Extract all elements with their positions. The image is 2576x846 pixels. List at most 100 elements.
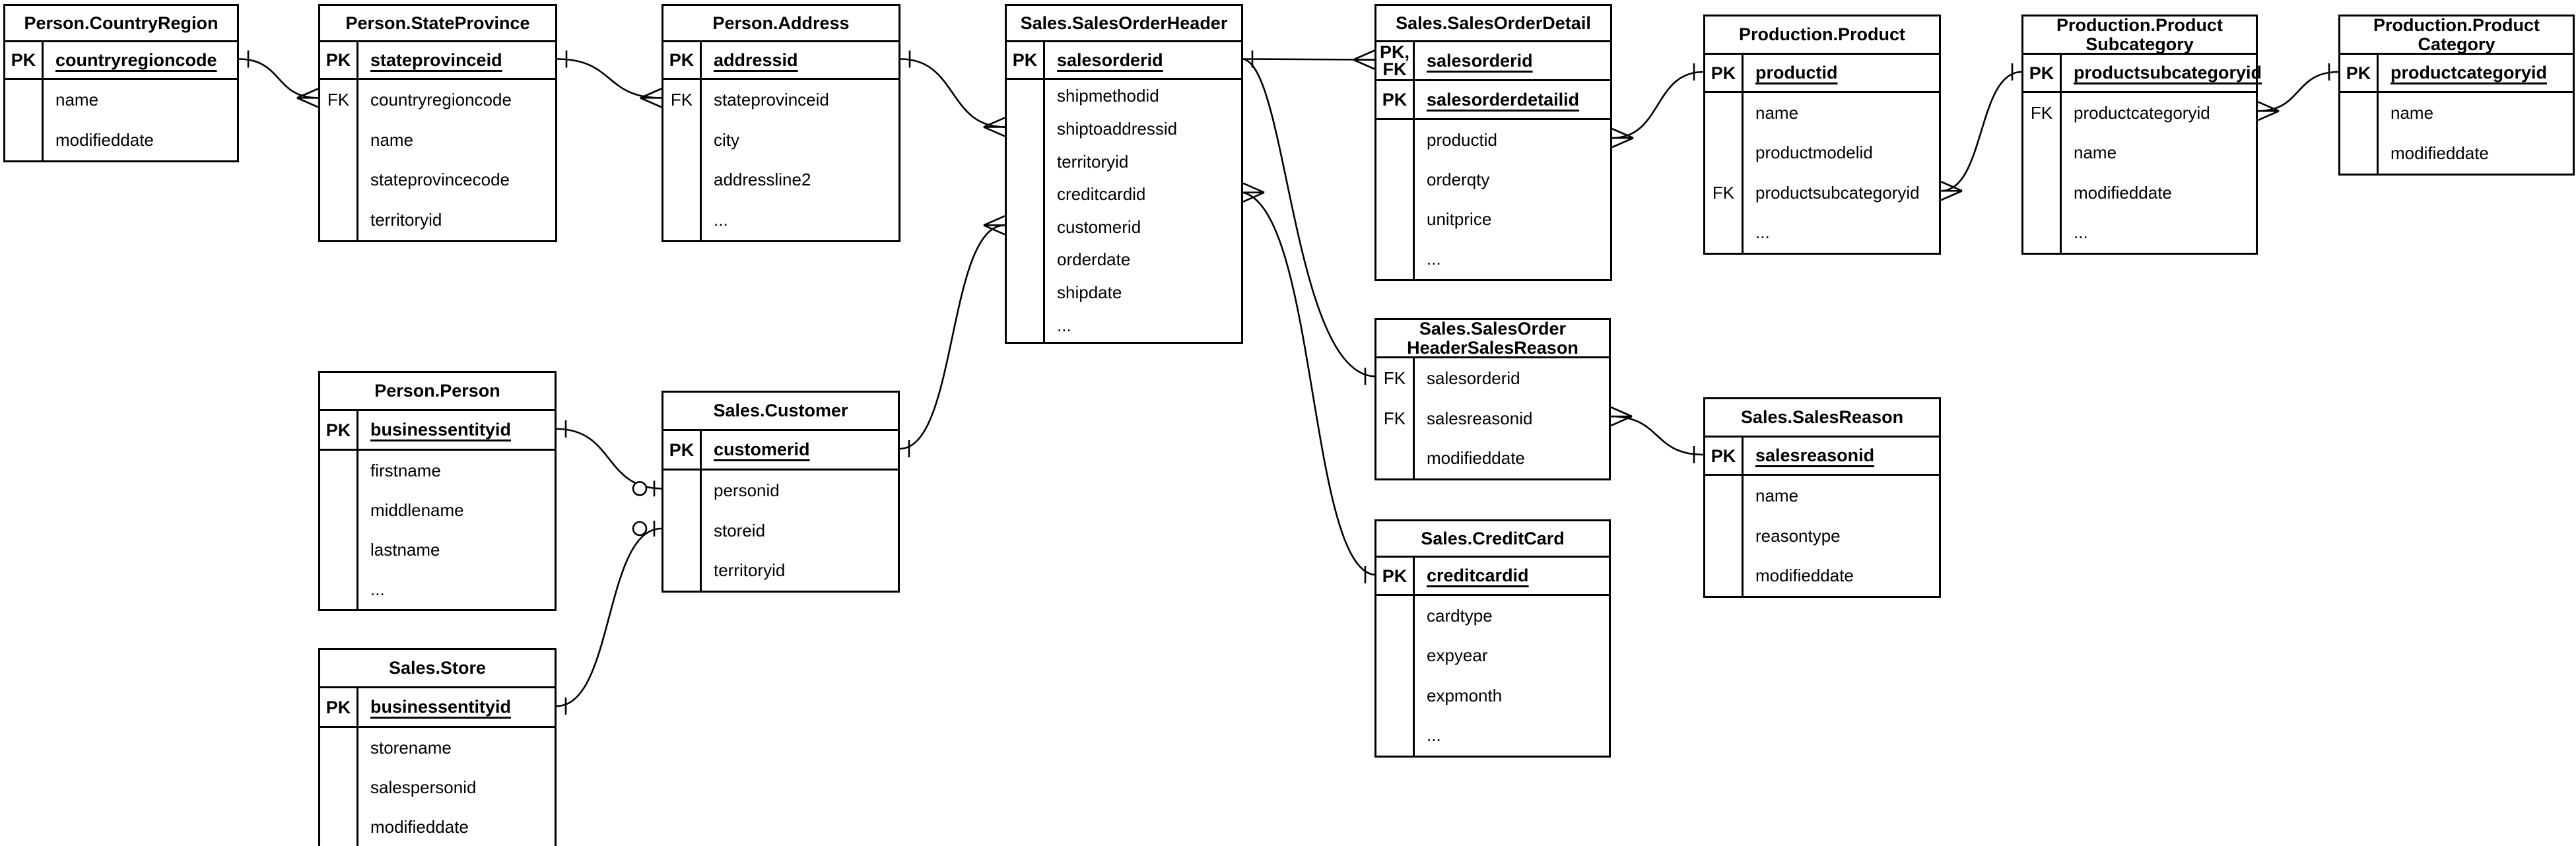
key-label bbox=[1007, 277, 1043, 309]
field-name: addressline2 bbox=[714, 170, 811, 190]
key-label bbox=[1376, 596, 1413, 636]
key-label: PK, FK bbox=[1379, 42, 1409, 79]
key-label: PK bbox=[325, 50, 351, 70]
field-name: salesorderid bbox=[1427, 50, 1533, 71]
key-column: FK bbox=[320, 80, 358, 240]
key-label: FK bbox=[1383, 368, 1406, 389]
field-name: city bbox=[714, 129, 739, 150]
field-name: cardtype bbox=[1427, 605, 1493, 626]
relationship-line-stateprovince-address bbox=[557, 58, 662, 99]
field-name: storeid bbox=[714, 520, 766, 540]
key-label bbox=[320, 160, 356, 201]
key-label bbox=[1376, 200, 1413, 240]
table-title-line: Sales.Store bbox=[388, 658, 487, 678]
key-column: PK bbox=[2340, 55, 2379, 91]
field-name: businessentityid bbox=[370, 697, 512, 717]
field-name: businessentityid bbox=[370, 420, 512, 439]
field-name: name bbox=[2390, 103, 2434, 123]
key-column: PK bbox=[320, 688, 358, 726]
field-name: productid bbox=[1755, 63, 1838, 82]
field-name: countryregioncode bbox=[370, 89, 512, 110]
key-label: FK bbox=[670, 90, 693, 110]
field-name: shiptoaddressid bbox=[1057, 118, 1178, 139]
key-column: PK bbox=[320, 411, 358, 449]
field-name: modifieddate bbox=[370, 816, 469, 837]
key-label bbox=[2340, 93, 2377, 133]
key-label bbox=[320, 451, 356, 490]
crow-foot-marker-salesorderdetail-product bbox=[1611, 127, 1634, 148]
table-title: Person.Person bbox=[320, 373, 555, 411]
key-column bbox=[1376, 596, 1415, 756]
key-label bbox=[1376, 240, 1413, 279]
field-name: unitprice bbox=[1427, 209, 1492, 230]
field-name: reasontype bbox=[1755, 525, 1841, 546]
key-column: PK bbox=[663, 42, 702, 78]
crow-foot-marker-product-productsubcategory bbox=[1940, 181, 1963, 201]
key-column bbox=[663, 471, 702, 591]
field-name: customerid bbox=[714, 439, 810, 459]
table-title-line: HeaderSalesReason bbox=[1407, 337, 1578, 358]
key-label: PK bbox=[1012, 50, 1038, 70]
key-label: PK bbox=[325, 420, 351, 440]
pk-row-businessentityid: PK businessentityid bbox=[320, 688, 555, 728]
key-label: PK bbox=[669, 50, 695, 70]
key-label bbox=[1007, 178, 1043, 211]
field-name: ... bbox=[370, 579, 385, 599]
relationship-line-salesorderheader-sohsr bbox=[1242, 58, 1375, 377]
table-title-line: Sales.Customer bbox=[713, 401, 848, 420]
table-title-line: Production.Product bbox=[2056, 15, 2223, 35]
key-label bbox=[5, 80, 42, 120]
field-name: orderqty bbox=[1427, 169, 1490, 189]
field-column: salesorderid bbox=[1415, 42, 1610, 79]
key-label bbox=[320, 807, 356, 846]
field-column: addressid bbox=[702, 42, 898, 78]
field-name: middlename bbox=[370, 500, 464, 520]
key-label bbox=[320, 490, 356, 530]
key-label bbox=[2023, 213, 2060, 253]
key-label bbox=[663, 550, 700, 591]
relationship-line-store-customer bbox=[556, 527, 662, 707]
field-column: productsubcategoryid bbox=[2062, 55, 2262, 91]
crow-foot-marker-productsubcategory-productcategory bbox=[2257, 101, 2280, 121]
table-title-line: Person.StateProvince bbox=[345, 13, 530, 33]
field-name: productcategoryid bbox=[2390, 63, 2548, 82]
relationship-line-person-customer bbox=[556, 428, 662, 490]
field-name: modifieddate bbox=[2074, 182, 2172, 203]
key-label: PK bbox=[2346, 63, 2371, 83]
key-label bbox=[1376, 636, 1413, 676]
field-column: productcategoryid bbox=[2379, 55, 2573, 91]
key-label bbox=[1007, 80, 1043, 113]
relationship-line-product-productsubcategory bbox=[1940, 71, 2022, 192]
key-column: PK, FK bbox=[1376, 42, 1415, 79]
zero-circle-marker-person-customer bbox=[632, 481, 648, 496]
field-name: orderdate bbox=[1057, 249, 1131, 270]
field-column: salesorderid bbox=[1045, 42, 1241, 78]
key-column: PK bbox=[663, 431, 702, 469]
field-column: customerid bbox=[702, 431, 898, 469]
key-label bbox=[1705, 213, 1742, 253]
field-name: salesorderid bbox=[1057, 49, 1163, 70]
key-label bbox=[1705, 516, 1742, 556]
field-name: name bbox=[2074, 143, 2117, 163]
key-column bbox=[2340, 93, 2379, 174]
crow-foot-marker-salesorderheader-salesorderdetail bbox=[1353, 49, 1375, 70]
crow-foot-marker-countryregion-stateprovince bbox=[296, 88, 319, 108]
